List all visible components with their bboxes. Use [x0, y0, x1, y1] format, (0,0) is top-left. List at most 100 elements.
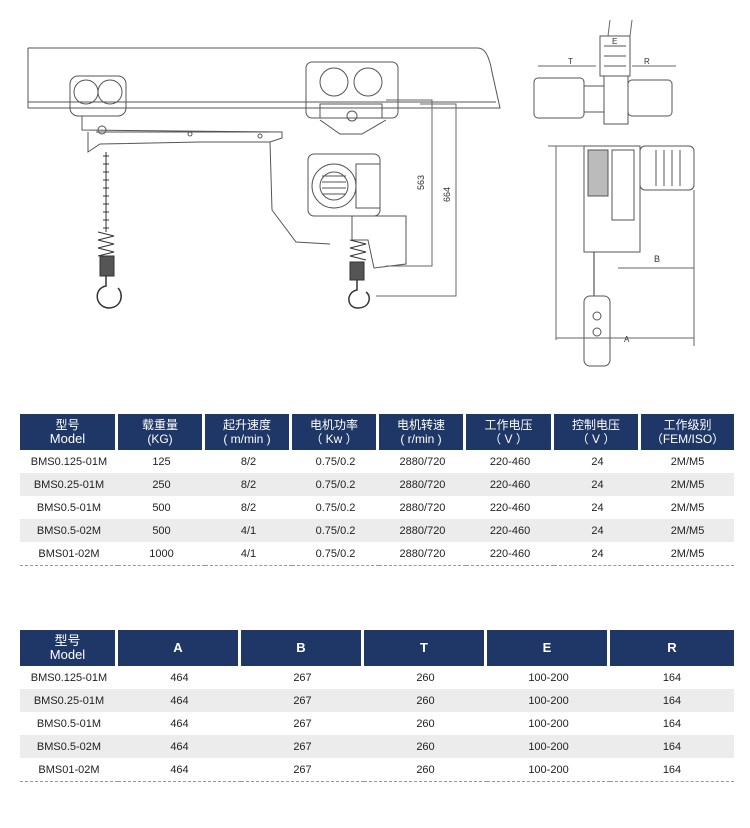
cell: 8/2	[205, 473, 292, 496]
cell: 260	[364, 735, 487, 758]
cell: 464	[118, 735, 241, 758]
cell: 2M/M5	[641, 473, 734, 496]
technical-drawing: 563 664 E T R B A	[0, 0, 750, 380]
cell: 260	[364, 689, 487, 712]
cell: BMS0.25-01M	[20, 473, 118, 496]
cell: 267	[241, 735, 364, 758]
cell: 100-200	[487, 712, 610, 735]
cell: 0.75/0.2	[292, 473, 379, 496]
header-dim-r: R	[610, 630, 734, 666]
cell: 164	[610, 735, 734, 758]
cell: 24	[554, 450, 641, 473]
cell: 0.75/0.2	[292, 450, 379, 473]
cell: 24	[554, 496, 641, 519]
dim-664-label: 664	[442, 187, 452, 202]
cell: 2M/M5	[641, 450, 734, 473]
dim-r-label: R	[644, 57, 650, 66]
header-motor-power: 电机功率（ Kw ）	[292, 414, 379, 450]
cell: 0.75/0.2	[292, 519, 379, 542]
cell: 2880/720	[379, 450, 466, 473]
cell: 267	[241, 689, 364, 712]
header-lift-speed: 起升速度( m/min )	[205, 414, 292, 450]
cell: 464	[118, 758, 241, 782]
front-view-drawing: E T R B A	[533, 19, 695, 367]
cell: 100-200	[487, 758, 610, 782]
cell: 2880/720	[379, 519, 466, 542]
cell: 2M/M5	[641, 496, 734, 519]
header-motor-speed: 电机转速( r/min )	[379, 414, 466, 450]
cell: 464	[118, 666, 241, 689]
cell: 500	[118, 519, 205, 542]
cell: 220-460	[466, 496, 554, 519]
dim-563-label: 563	[416, 175, 426, 190]
cell: 24	[554, 542, 641, 566]
cell: 464	[118, 712, 241, 735]
cell: 220-460	[466, 519, 554, 542]
cell: 164	[610, 666, 734, 689]
cell: 267	[241, 666, 364, 689]
cell: 4/1	[205, 519, 292, 542]
cell: 164	[610, 689, 734, 712]
cell: 464	[118, 689, 241, 712]
header-working-voltage: 工作电压（ V ）	[466, 414, 554, 450]
cell: 24	[554, 473, 641, 496]
cell: BMS01-02M	[20, 758, 118, 782]
cell: 125	[118, 450, 205, 473]
cell: 220-460	[466, 450, 554, 473]
cell: BMS0.5-01M	[20, 496, 118, 519]
cell: 4/1	[205, 542, 292, 566]
cell: BMS0.5-01M	[20, 712, 118, 735]
cell: 2M/M5	[641, 519, 734, 542]
cell: 2880/720	[379, 473, 466, 496]
cell: BMS0.5-02M	[20, 519, 118, 542]
dim-b-label: B	[654, 254, 660, 264]
cell: 260	[364, 712, 487, 735]
side-view-drawing: 563 664	[27, 47, 501, 309]
cell: 250	[118, 473, 205, 496]
header-dim-t: T	[364, 630, 487, 666]
cell: BMS0.125-01M	[20, 450, 118, 473]
cell: BMS0.25-01M	[20, 689, 118, 712]
header-dim-b: B	[241, 630, 364, 666]
cell: 220-460	[466, 473, 554, 496]
cell: BMS01-02M	[20, 542, 118, 566]
cell: BMS0.5-02M	[20, 735, 118, 758]
cell: 267	[241, 712, 364, 735]
cell: 2880/720	[379, 542, 466, 566]
dim-e-label: E	[612, 37, 617, 46]
cell: 500	[118, 496, 205, 519]
header-control-voltage: 控制电压（ V ）	[554, 414, 641, 450]
dim-t-label: T	[568, 57, 573, 66]
cell: 220-460	[466, 542, 554, 566]
cell: 1000	[118, 542, 205, 566]
cell: 24	[554, 519, 641, 542]
cell: 260	[364, 666, 487, 689]
header-load: 载重量(KG)	[118, 414, 205, 450]
cell: 0.75/0.2	[292, 496, 379, 519]
cell: 164	[610, 712, 734, 735]
cell: 260	[364, 758, 487, 782]
cell: 0.75/0.2	[292, 542, 379, 566]
cell: BMS0.125-01M	[20, 666, 118, 689]
cell: 2M/M5	[641, 542, 734, 566]
header-dim-e: E	[487, 630, 610, 666]
cell: 164	[610, 758, 734, 782]
cell: 100-200	[487, 689, 610, 712]
cell: 8/2	[205, 496, 292, 519]
header-dim-a: A	[118, 630, 241, 666]
cell: 100-200	[487, 735, 610, 758]
